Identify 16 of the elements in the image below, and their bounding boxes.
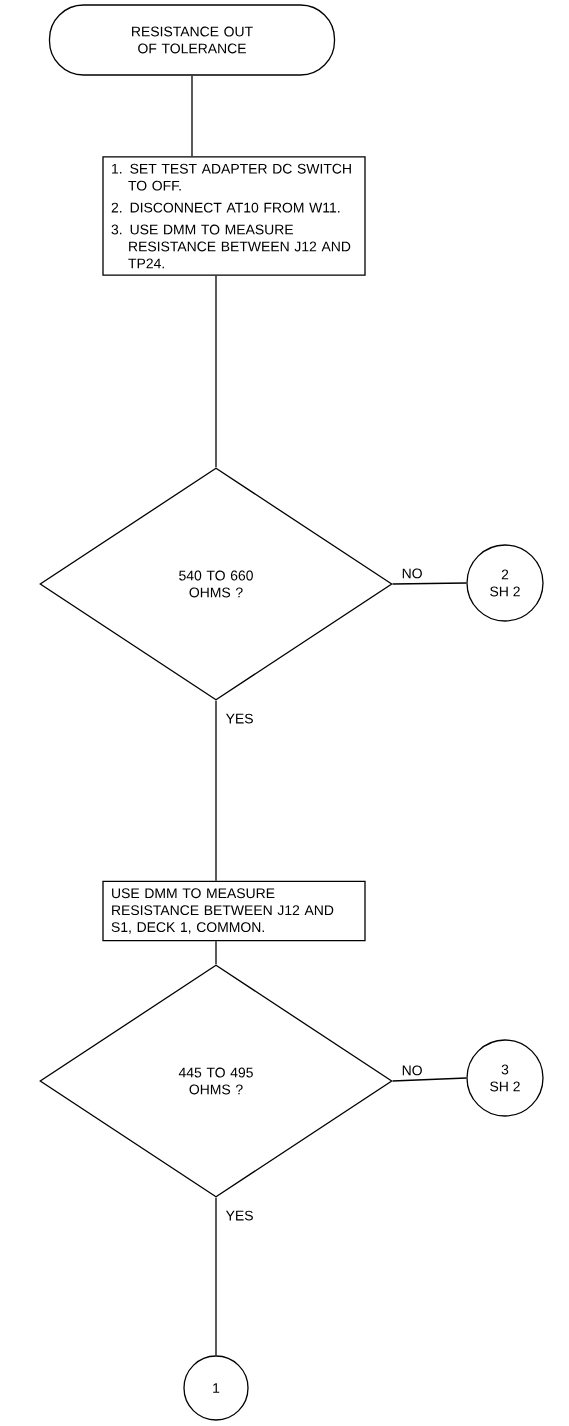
connector-line: [215, 700, 217, 882]
list-item: 1. SET TEST ADAPTER DC SWITCH TO OFF.: [112, 163, 351, 191]
edge-label: YES: [225, 1210, 253, 1221]
process-box: USE DMM TO MEASURE RESISTANCE BETWEEN J12 AND S1, DECK 1, COMMON.: [102, 880, 366, 942]
connector-line: [215, 1197, 217, 1356]
edge-label: NO: [402, 568, 422, 579]
connector-line: [191, 75, 193, 157]
connector-line: [392, 1077, 467, 1082]
list-item: 3. USE DMM TO MEASURE RESISTANCE BETWEEN J12 AND TP24.: [111, 224, 351, 269]
process-box: [102, 156, 366, 276]
edge-label: NO: [402, 1065, 422, 1076]
edge-label: YES: [225, 713, 253, 724]
connector-line: [215, 275, 217, 468]
connector-line: [215, 940, 217, 965]
connector-line: [392, 582, 467, 585]
list-item: 2. DISCONNECT AT10 FROM W11.: [111, 202, 340, 213]
